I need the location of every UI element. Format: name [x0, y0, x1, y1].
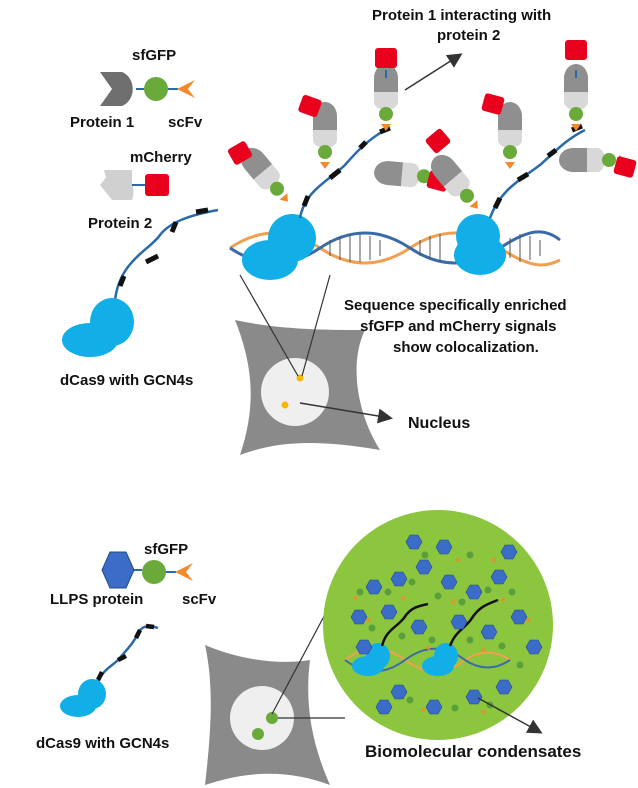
condensate-arrow — [477, 697, 543, 734]
sfgfp-icon-bottom — [142, 560, 166, 584]
legend-protein2 — [100, 170, 169, 200]
legend-llps — [101, 551, 193, 589]
label-scfv-bottom: scFv — [182, 591, 217, 608]
legend-protein1 — [100, 72, 195, 106]
label-sfgfp-bottom: sfGFP — [144, 541, 188, 558]
bound-unit — [498, 102, 522, 169]
bound-unit — [564, 40, 588, 131]
condensate-spot — [252, 728, 264, 740]
zoom-line — [239, 274, 299, 377]
mcherry-marker — [425, 128, 451, 154]
zoom-line-bottom — [271, 604, 331, 715]
mcherry-marker — [298, 94, 322, 118]
condensate-circle — [323, 510, 553, 740]
nucleus-top — [261, 358, 329, 426]
mcherry-marker — [613, 156, 637, 178]
interaction-arrow — [404, 53, 463, 91]
caption-line2: sfGFP and mCherry signals — [360, 318, 556, 335]
nucleus-arrow — [299, 402, 393, 424]
zoom-line — [301, 274, 331, 377]
caption-line3: show colocalization. — [393, 339, 539, 356]
label-mcherry: mCherry — [130, 149, 192, 166]
llps-shape — [101, 551, 135, 589]
protein1-shape — [100, 72, 133, 106]
label-scfv-top: scFv — [168, 114, 203, 131]
label-sfgfp-top: sfGFP — [132, 47, 176, 64]
dcas9-complex-right — [454, 123, 586, 275]
label-protein2: Protein 2 — [88, 215, 152, 232]
scfv-icon-bottom — [175, 563, 193, 581]
mcherry-icon — [145, 174, 169, 196]
label-condensates: Biomolecular condensates — [365, 742, 581, 761]
label-llps: LLPS protein — [50, 591, 143, 608]
sfgfp-icon — [144, 77, 168, 101]
condensate-spot — [266, 712, 278, 724]
mcherry-marker — [227, 141, 253, 165]
dcas9-complex-left — [242, 125, 391, 280]
legend-dcas9-bottom — [60, 623, 159, 717]
label-nucleus: Nucleus — [408, 415, 470, 432]
title-protein2: protein 2 — [437, 27, 500, 44]
label-protein1: Protein 1 — [70, 114, 134, 131]
label-dcas9-bottom: dCas9 with GCN4s — [36, 735, 169, 752]
mcherry-marker — [481, 93, 505, 115]
title-protein1-interacting: Protein 1 interacting with — [372, 7, 551, 24]
signal-spot — [281, 401, 289, 409]
condensate-zoom — [323, 510, 553, 740]
scfv-icon — [177, 80, 195, 98]
bound-unit — [374, 48, 398, 131]
legend-dcas9-top — [62, 207, 219, 357]
caption-line1: Sequence specifically enriched — [344, 297, 567, 314]
label-dcas9-top: dCas9 with GCN4s — [60, 372, 193, 389]
signal-spot — [296, 374, 304, 382]
